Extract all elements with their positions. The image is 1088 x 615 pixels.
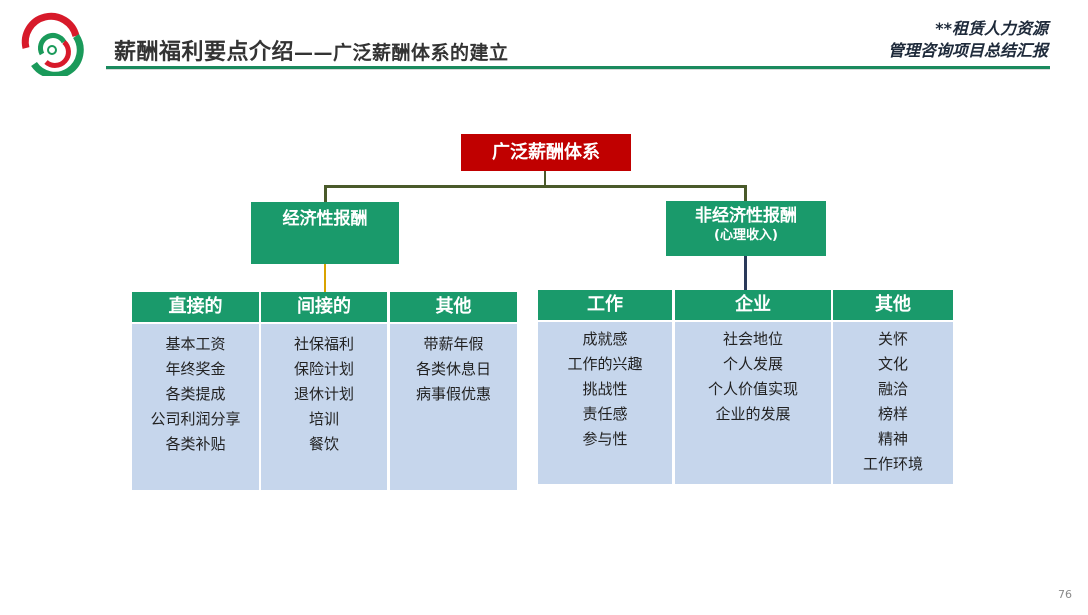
list-item: 各类补贴	[165, 435, 226, 453]
connector-root-down	[544, 171, 546, 187]
list-item: 各类提成	[165, 385, 226, 403]
economic-reward-node: 经济性报酬	[251, 202, 399, 264]
title-sub: ——广泛薪酬体系的建立	[294, 42, 509, 64]
header-work: 工作	[538, 290, 672, 320]
root-node: 广泛薪酬体系	[461, 134, 631, 171]
page-number: 76	[1058, 588, 1072, 601]
list-item: 培训	[308, 410, 339, 428]
column-work: 成就感 工作的兴趣 挑战性 责任感 参与性	[538, 322, 672, 484]
page-title: 薪酬福利要点介绍——广泛薪酬体系的建立	[114, 34, 509, 66]
list-item: 病事假优惠	[415, 385, 491, 403]
list-item: 责任感	[582, 405, 628, 423]
connector-left-drop	[324, 185, 327, 203]
non-economic-reward-node: 非经济性报酬 (心理收入)	[666, 201, 826, 256]
header-econ-other: 其他	[390, 292, 517, 322]
company-logo-icon	[21, 12, 84, 76]
non-economic-reward-sublabel: (心理收入)	[714, 228, 778, 243]
connector-nonecon-down	[744, 256, 747, 290]
list-item: 企业的发展	[715, 405, 791, 423]
list-item: 个人价值实现	[707, 380, 798, 398]
list-item: 工作环境	[862, 455, 923, 473]
title-divider-shadow	[106, 69, 1050, 70]
column-direct: 基本工资 年终奖金 各类提成 公司利润分享 各类补贴	[132, 324, 259, 490]
list-item: 关怀	[877, 330, 908, 348]
list-item: 工作的兴趣	[567, 355, 643, 373]
list-item: 公司利润分享	[150, 410, 241, 428]
list-item: 退休计划	[293, 385, 354, 403]
list-item: 文化	[877, 355, 908, 373]
list-item: 各类休息日	[415, 360, 491, 378]
list-item: 榜样	[877, 405, 908, 423]
corner-caption: **租赁人力资源 管理咨询项目总结汇报	[888, 18, 1048, 62]
column-econ-other: 带薪年假 各类休息日 病事假优惠	[390, 324, 517, 490]
title-main: 薪酬福利要点介绍	[114, 40, 295, 65]
list-item: 保险计划	[293, 360, 354, 378]
list-item: 挑战性	[582, 380, 628, 398]
connector-econ-down	[324, 264, 326, 292]
list-item: 参与性	[582, 430, 628, 448]
list-item: 年终奖金	[165, 360, 226, 378]
column-indirect: 社保福利 保险计划 退休计划 培训 餐饮	[261, 324, 387, 490]
column-nonecon-other: 关怀 文化 融洽 榜样 精神 工作环境	[833, 322, 953, 484]
list-item: 餐饮	[308, 435, 339, 453]
list-item: 精神	[877, 430, 908, 448]
connector-horizontal	[324, 185, 747, 188]
header-direct: 直接的	[132, 292, 259, 322]
list-item: 融洽	[877, 380, 908, 398]
corner-line-1: **租赁人力资源	[935, 19, 1048, 38]
header-indirect: 间接的	[261, 292, 387, 322]
header-nonecon-other: 其他	[833, 290, 953, 320]
list-item: 成就感	[582, 330, 628, 348]
list-item: 个人发展	[722, 355, 783, 373]
non-economic-reward-label: 非经济性报酬	[695, 206, 797, 226]
list-item: 社会地位	[722, 330, 783, 348]
column-enterprise: 社会地位 个人发展 个人价值实现 企业的发展	[675, 322, 831, 484]
header-enterprise: 企业	[675, 290, 831, 320]
list-item: 社保福利	[293, 335, 354, 353]
list-item: 基本工资	[165, 335, 226, 353]
corner-line-2: 管理咨询项目总结汇报	[887, 41, 1048, 60]
list-item: 带薪年假	[423, 335, 484, 353]
title-divider	[106, 66, 1050, 69]
economic-reward-label: 经济性报酬	[282, 209, 368, 229]
connector-right-drop	[744, 185, 747, 202]
